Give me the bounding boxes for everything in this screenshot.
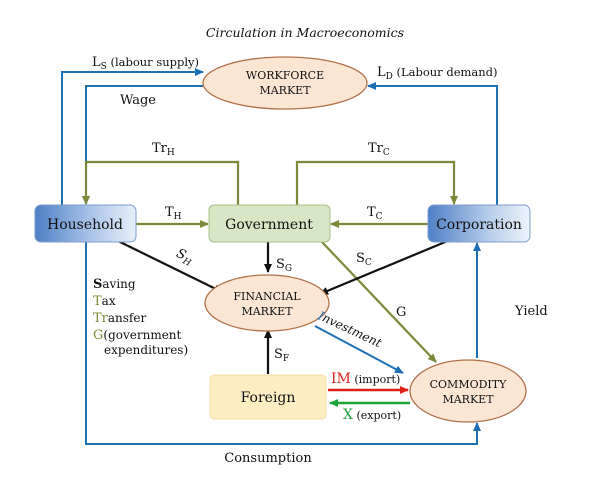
corporation-node: Corporation [427, 204, 531, 243]
consumption-label: Consumption [224, 451, 312, 466]
commodity-market-label-line2: MARKET [442, 393, 494, 406]
financial-market-label-line2: MARKET [241, 305, 293, 318]
government-node: Government [208, 204, 331, 243]
saving-household-label: SH [173, 246, 196, 269]
diagram-title: Circulation in Macroeconomics [206, 25, 404, 40]
labour-supply-arrow [61, 68, 204, 205]
legend-transfer: Transfer [93, 311, 146, 326]
import-label: IM (import) [331, 371, 400, 387]
legend: Saving Tax Transfer G(government expendi… [93, 277, 188, 357]
workforce-market-label-line2: MARKET [259, 84, 311, 97]
legend-government-expenditures: G(government [93, 328, 182, 343]
legend-government-expenditures-line2: expenditures) [104, 343, 188, 357]
investment-arrow [314, 325, 404, 374]
transfer-household-label: TrH [152, 141, 175, 158]
commodity-market-node: COMMODITY MARKET [409, 359, 527, 423]
government-label: Government [225, 217, 313, 233]
wage-label: Wage [120, 93, 156, 108]
labour-demand-arrow [367, 82, 498, 205]
saving-corporation-label: SC [356, 251, 372, 268]
tax-corporation-label: TC [367, 205, 383, 222]
government-expenditure-arrow [321, 241, 437, 363]
legend-saving: Saving [93, 277, 136, 292]
saving-household-arrow [115, 239, 223, 293]
workforce-market-node: WORKFORCE MARKET [202, 56, 368, 110]
foreign-node: Foreign [209, 374, 327, 420]
transfer-corporation-arrow [295, 160, 458, 206]
tax-household-label: TH [165, 205, 182, 222]
consumption-arrow [85, 238, 481, 445]
commodity-market-label-line1: COMMODITY [430, 378, 507, 391]
labour-demand-label: LD (Labour demand) [377, 65, 498, 82]
workforce-market-label-line1: WORKFORCE [246, 69, 324, 82]
household-label: Household [47, 217, 123, 233]
yield-label: Yield [514, 304, 548, 319]
saving-government-label: SG [276, 257, 292, 274]
financial-market-node: FINANCIAL MARKET [204, 274, 330, 332]
corporation-label: Corporation [436, 217, 522, 233]
saving-foreign-label: SF [274, 347, 289, 364]
transfer-corporation-label: TrC [368, 141, 390, 158]
export-label: X (export) [343, 407, 401, 423]
saving-corporation-arrow [319, 238, 451, 296]
government-expenditure-label: G [396, 305, 406, 320]
financial-market-label-line1: FINANCIAL [233, 290, 301, 303]
labour-supply-label: LS (labour supply) [92, 55, 199, 72]
transfer-household-arrow [82, 160, 240, 206]
legend-tax: Tax [93, 294, 116, 309]
household-node: Household [34, 204, 137, 243]
foreign-label: Foreign [241, 390, 296, 406]
